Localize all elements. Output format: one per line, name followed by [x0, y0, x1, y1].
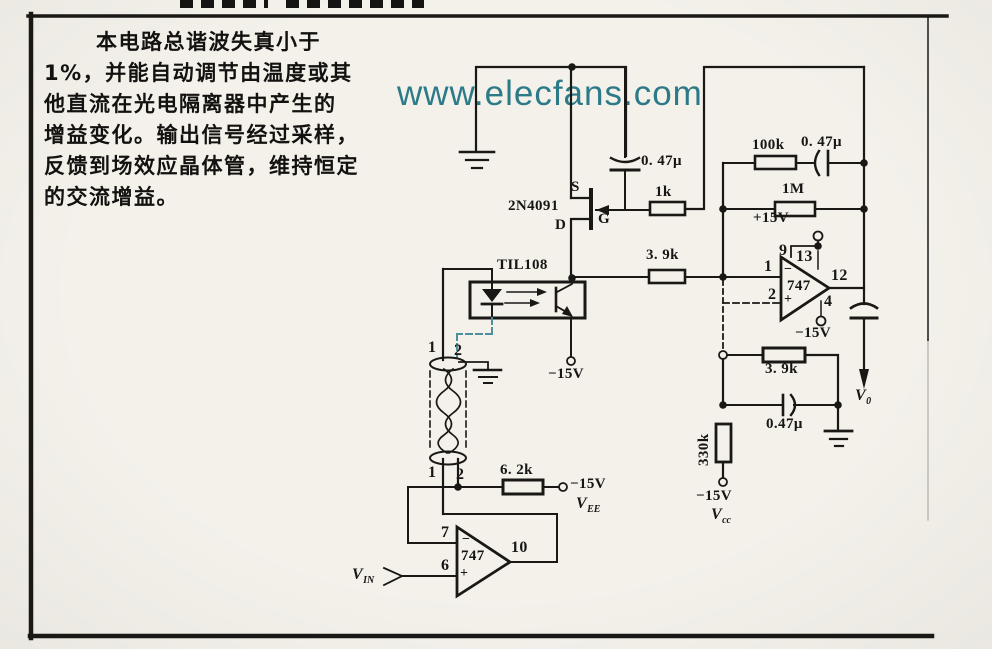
opamp-left-triangle: [455, 524, 513, 599]
label-supply-neg15-opto: −15V: [548, 366, 584, 382]
description-line: 增益变化。输出信号经过采样，: [44, 123, 359, 147]
label-supply-neg15-opamp: −15V: [795, 325, 831, 341]
label-capacitor-047u: 0. 47μ: [801, 134, 842, 150]
cropped-title-fragment: [286, 0, 424, 8]
terminal: [558, 482, 568, 492]
label-pin-13: 13: [796, 248, 813, 265]
label-resistor-1m: 1M: [782, 181, 805, 197]
label-supply-neg15-vcc: −15V: [696, 488, 732, 504]
coupling-arrowhead: [530, 299, 540, 307]
junction-dots: [454, 63, 868, 491]
label-opamp-left-minus: −: [462, 532, 471, 547]
wire: [442, 268, 493, 290]
label-capacitor-fb: 0.47μ: [766, 416, 803, 432]
label-cable-bot-2: 2: [456, 466, 465, 483]
wire: [407, 486, 458, 544]
optocoupler-box: [468, 280, 587, 320]
cropped-title-fragment: [180, 0, 268, 8]
label-fet-drain: D: [555, 217, 567, 233]
wire: [803, 353, 840, 407]
capacitor-plate: [813, 149, 821, 177]
vin-chevron: [382, 566, 405, 587]
terminal: [812, 230, 824, 242]
twisted-wire: [435, 367, 453, 455]
wire-dashed-teal: [456, 317, 493, 358]
label-resistor-100k: 100k: [752, 137, 785, 153]
label-opamp-left-plus: +: [460, 566, 469, 581]
shield-end: [429, 356, 467, 372]
label-pin-6: 6: [441, 557, 450, 574]
gate-arrowhead: [596, 205, 609, 215]
led-triangle: [482, 289, 502, 302]
description-line: 本电路总谐波失真小于: [96, 30, 321, 54]
wire: [442, 513, 558, 563]
watermark-text: www.elecfans.com: [397, 74, 703, 113]
label-resistor-39k-input: 3. 9k: [646, 247, 679, 263]
terminal: [718, 477, 728, 487]
label-pin-10: 10: [511, 539, 528, 556]
label-pin-12: 12: [831, 267, 848, 284]
label-cable-bot-1: 1: [428, 464, 437, 481]
label-vo: V0: [855, 387, 872, 407]
description-line: 1%，并能自动调节由温度或其: [44, 61, 353, 85]
emitter-arrowhead: [562, 306, 573, 317]
shield-end: [429, 450, 467, 466]
description-line: 他直流在光电隔离器中产生的: [44, 92, 337, 116]
label-resistor-39k-fb: 3. 9k: [765, 361, 798, 377]
label-opamp-right-plus: +: [784, 292, 793, 307]
label-vin: VIN: [352, 566, 375, 586]
label-resistor-1k: 1k: [655, 184, 672, 200]
label-pin-9: 9: [779, 242, 788, 259]
label-fet-source: S: [571, 179, 580, 195]
twisted-wire: [444, 367, 462, 455]
label-vee: VEE: [576, 495, 601, 515]
capacitor-plate: [609, 156, 641, 164]
label-resistor-62k: 6. 2k: [500, 462, 533, 478]
label-capacitor-gate: 0. 47μ: [641, 153, 682, 169]
label-opamp-left-part: 747: [461, 548, 485, 564]
terminal: [815, 315, 827, 327]
label-pin-4: 4: [824, 293, 833, 310]
label-resistor-330k: 330k: [696, 433, 712, 466]
label-pin-2: 2: [768, 286, 777, 303]
label-fet-part: 2N4091: [508, 198, 559, 214]
circuit-description: 本电路总谐波失真小于 1%，并能自动调节由温度或其 他直流在光电隔离器中产生的 …: [44, 27, 366, 213]
label-optocoupler-part: TIL108: [497, 257, 548, 273]
label-fet-gate: G: [598, 211, 611, 227]
label-opamp-right-minus: −: [784, 262, 793, 277]
terminal: [566, 356, 576, 366]
description-line: 的交流增益。: [44, 185, 179, 209]
label-supply-pos15: +15V: [753, 210, 789, 226]
label-opamp-right-part: 747: [787, 278, 811, 294]
opamp-right-triangle: [779, 254, 832, 323]
label-pin-1: 1: [764, 258, 773, 275]
label-vcc: Vcc: [711, 506, 731, 526]
label-pin-7: 7: [441, 524, 450, 541]
label-cable-top-2: 2: [454, 342, 463, 359]
fet-drain-lead: [569, 217, 593, 280]
wire: [683, 65, 866, 211]
label-supply-neg15-vee: −15V: [570, 476, 606, 492]
vo-arrowhead: [859, 369, 869, 389]
resistor-62k: [501, 478, 545, 496]
description-line: 反馈到场效应晶体管，维持恒定: [44, 154, 359, 178]
coupling-arrowhead: [537, 288, 547, 296]
label-cable-top-1: 1: [428, 339, 437, 356]
capacitor-plate: [849, 302, 879, 310]
